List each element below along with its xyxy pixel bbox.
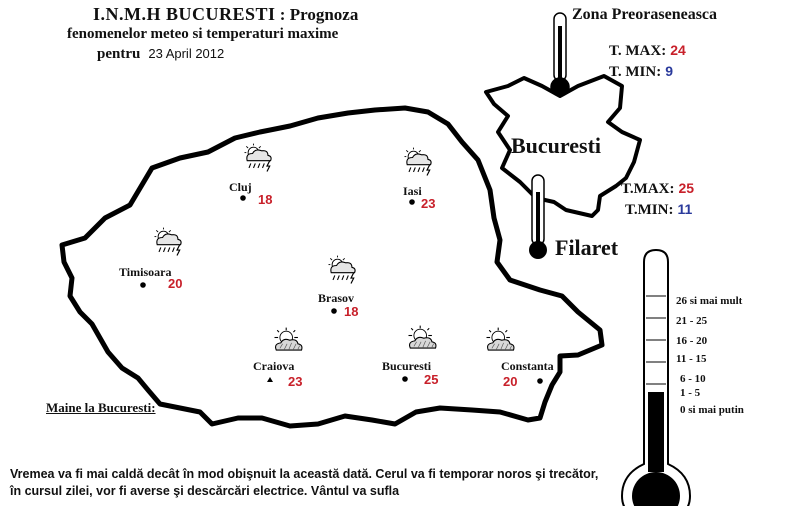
- legend-item-5: 6 - 10: [680, 373, 706, 385]
- bucharest-tmax-value: 25: [678, 180, 695, 196]
- legend-item-6: 1 - 5: [680, 387, 701, 399]
- city-name-bucuresti: Bucuresti: [382, 359, 432, 373]
- bucharest-tmin: T.MIN: 11: [625, 201, 692, 219]
- city-name-iasi: Iasi: [403, 184, 422, 198]
- zone-tmax-value: 24: [670, 42, 686, 58]
- city-temp-craiova: 23: [288, 374, 303, 389]
- zone-tmin: T. MIN: 9: [609, 63, 673, 81]
- zone-tmax-label: T. MAX:: [609, 43, 667, 59]
- city-temp-timisoara: 20: [168, 276, 183, 291]
- header-org: I.N.M.H BUCURESTI: [93, 4, 276, 24]
- city-temp-iasi: 23: [421, 196, 436, 211]
- city-temp-constanta: 20: [503, 374, 518, 389]
- header-title: I.N.M.H BUCURESTI : Prognoza: [93, 4, 358, 25]
- cluj-marker: [240, 195, 246, 201]
- zone-title: Zona Preoraseneasca: [572, 6, 718, 23]
- filaret-thermometer-icon: [529, 174, 547, 259]
- brasov-marker: [331, 308, 337, 314]
- zone-tmin-value: 9: [665, 63, 674, 79]
- zone-tmin-label: T. MIN:: [609, 64, 662, 80]
- bucharest-tmax-label: T.MAX:: [621, 181, 675, 197]
- city-name-constanta: Constanta: [501, 359, 554, 373]
- city-temp-cluj: 18: [258, 192, 273, 207]
- timisoara-marker: [140, 282, 146, 288]
- zone-tmax: T. MAX: 24: [609, 42, 686, 60]
- header-date-label: pentru: [97, 46, 141, 62]
- city-temp-brasov: 18: [344, 304, 359, 319]
- filaret-label: Filaret: [555, 235, 619, 260]
- header-subtitle: fenomenelor meteo si temperaturi maxime: [67, 26, 339, 42]
- bucuresti-marker: [402, 376, 408, 382]
- header-date: 23 April 2012: [148, 46, 225, 61]
- bucharest-tmax: T.MAX: 25: [621, 180, 694, 198]
- constanta-marker: [537, 378, 543, 384]
- legend-item-1: 26 si mai mult: [676, 295, 743, 307]
- city-name-cluj: Cluj: [229, 180, 252, 194]
- bucharest-zone-outline: [484, 74, 642, 218]
- forecast-text: Vremea va fi mai caldă decât în mod obiş…: [10, 467, 599, 498]
- header-title-rest: : Prognoza: [279, 5, 359, 24]
- legend-item-2: 21 - 25: [676, 315, 708, 327]
- craiova-marker: [267, 377, 273, 382]
- legend-item-7: 0 si mai putin: [680, 404, 744, 416]
- header-date-line: pentru 23 April 2012: [97, 44, 224, 64]
- legend-thermometer: [620, 248, 692, 506]
- tomorrow-label: Maine la Bucuresti:: [46, 400, 156, 415]
- bucharest-tmin-value: 11: [677, 201, 693, 217]
- legend-item-4: 11 - 15: [676, 353, 707, 365]
- zone-thermometer-icon: [550, 12, 570, 97]
- city-name-brasov: Brasov: [318, 291, 354, 305]
- city-temp-bucuresti: 25: [424, 372, 439, 387]
- bucharest-tmin-label: T.MIN:: [625, 202, 674, 218]
- bucharest-title: Bucuresti: [511, 133, 602, 158]
- city-name-timisoara: Timisoara: [119, 265, 172, 279]
- legend-item-3: 16 - 20: [676, 335, 708, 347]
- iasi-marker: [409, 199, 415, 205]
- city-name-craiova: Craiova: [253, 359, 295, 373]
